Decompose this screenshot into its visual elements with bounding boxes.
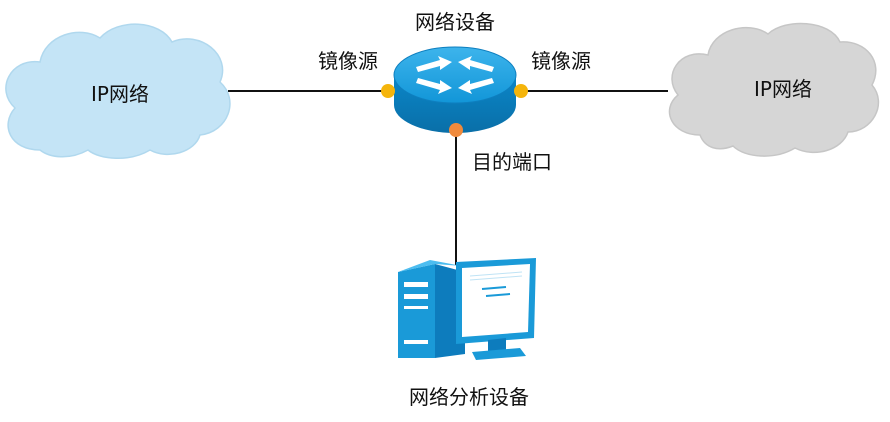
left-ip-network-cloud — [5, 23, 231, 159]
router-icon — [393, 46, 517, 133]
mirror-port-left — [381, 84, 395, 98]
destination-port-label: 目的端口 — [472, 150, 552, 174]
analyzer-label: 网络分析设备 — [409, 385, 529, 409]
mirror-port-right — [514, 84, 528, 98]
mirror-source-right-label: 镜像源 — [531, 49, 591, 73]
mirror-source-left-label: 镜像源 — [318, 49, 378, 73]
network-device-title: 网络设备 — [415, 10, 495, 34]
right-network-label: IP网络 — [754, 77, 812, 101]
left-network-label: IP网络 — [91, 82, 149, 106]
right-ip-network-cloud — [668, 22, 880, 157]
analyzer-computer-icon — [398, 258, 536, 360]
destination-port-dot — [449, 123, 463, 137]
